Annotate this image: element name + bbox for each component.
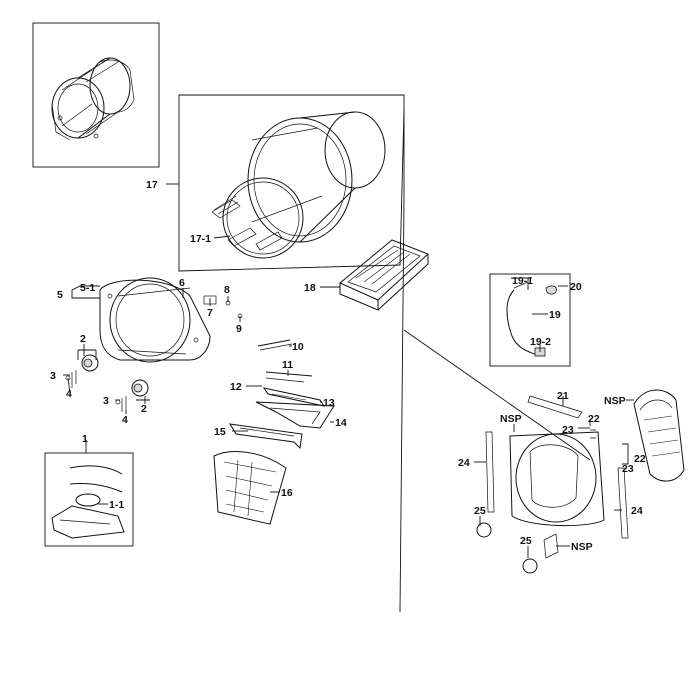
label-15: 15: [214, 426, 226, 438]
drum-overview-illustration: [51, 57, 135, 141]
label-2-left: 2: [80, 333, 86, 345]
parts-10-16-illustration: [213, 339, 335, 525]
label-5: 5: [57, 289, 63, 301]
label-3-left: 3: [50, 370, 56, 382]
label-6: 6: [179, 277, 185, 289]
label-25-right: 25: [520, 535, 532, 547]
label-4-right: 4: [122, 414, 128, 426]
drum-assembly-box: [178, 94, 405, 272]
label-17-1: 17-1: [190, 233, 211, 245]
label-23-right: 23: [622, 463, 634, 475]
label-12: 12: [230, 381, 242, 393]
label-14: 14: [335, 417, 347, 429]
label-13: 13: [323, 397, 335, 409]
label-11: 11: [282, 359, 293, 371]
label-5-1: 5-1: [80, 282, 95, 294]
label-24-right: 24: [631, 505, 643, 517]
heater-cover-illustration: [633, 389, 685, 482]
label-22-right: 22: [634, 453, 646, 465]
leader-lines: [63, 183, 634, 558]
duct-box: [44, 452, 134, 547]
label-25-left: 25: [474, 505, 486, 517]
label-19: 19: [549, 309, 561, 321]
label-nsp-panel: NSP: [500, 413, 522, 425]
label-21: 21: [557, 390, 569, 402]
label-3-right: 3: [103, 395, 109, 407]
label-22-left: 22: [588, 413, 600, 425]
label-1: 1: [82, 433, 88, 445]
label-nsp-heater: NSP: [604, 395, 626, 407]
label-18: 18: [304, 282, 316, 294]
front-panel-illustration: [99, 277, 243, 363]
label-7: 7: [207, 307, 213, 319]
leader-line-rear-2: [403, 329, 591, 461]
label-23-left: 23: [562, 424, 574, 436]
rear-panel-illustration: [476, 395, 629, 574]
label-19-2: 19-2: [530, 336, 551, 348]
roller-illustration-left: [65, 354, 99, 388]
label-8: 8: [224, 284, 230, 296]
label-19-1: 19-1: [512, 275, 533, 287]
label-nsp-sensor: NSP: [571, 541, 593, 553]
drum-box-frame: [178, 94, 405, 272]
label-24-left: 24: [458, 457, 470, 469]
filter-housing-illustration: [339, 239, 429, 311]
label-16: 16: [281, 487, 293, 499]
callout-labels: 17 17-1 18 5 5-1 6 7 8 9 2 3 4 2 3 4 10 …: [50, 179, 646, 553]
harness-box-frame: [489, 273, 571, 367]
leader-line-rear: [399, 110, 405, 613]
label-1-1: 1-1: [109, 499, 124, 511]
label-9: 9: [236, 323, 242, 335]
label-4-left: 4: [66, 388, 72, 400]
label-17: 17: [146, 179, 158, 191]
label-10: 10: [292, 341, 304, 353]
overview-inset: [32, 22, 160, 168]
label-20: 20: [570, 281, 582, 293]
drum-illustration: [211, 111, 386, 259]
duct-box-frame: [44, 452, 134, 547]
duct-seal-ring: [75, 493, 101, 507]
label-2-right: 2: [141, 403, 147, 415]
overview-inset-frame: [32, 22, 160, 168]
